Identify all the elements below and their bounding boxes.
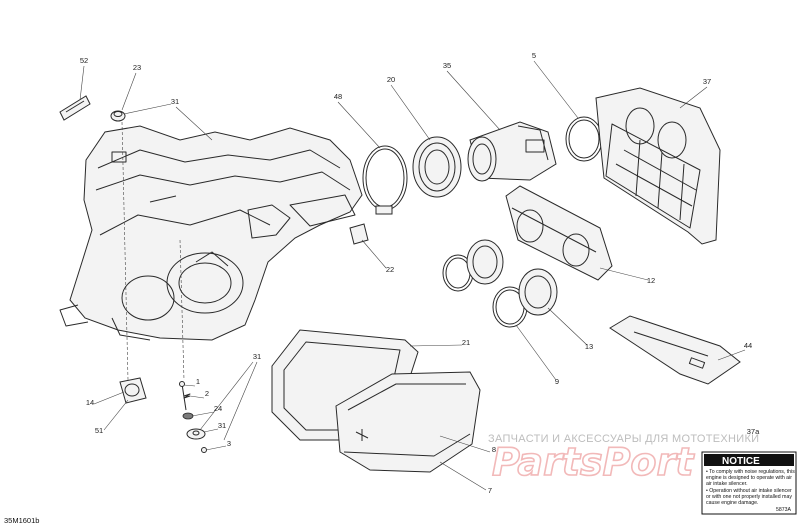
- notice-line: or with one not properly installed may: [706, 494, 792, 500]
- coupler-left: [466, 239, 504, 285]
- label-plate-52: [59, 95, 91, 121]
- airbox-housing: [59, 125, 363, 341]
- fasteners-1-2-24-31-3: [179, 381, 207, 453]
- callout-37a: 37a: [747, 427, 760, 436]
- callout-14: 14: [86, 398, 94, 407]
- watermark: ЗАПЧАСТИ И АКСЕССУАРЫ ДЛЯ МОТОТЕХНИКИ Pa…: [488, 433, 759, 485]
- callout-2: 2: [205, 389, 209, 398]
- callout-20: 20: [387, 75, 395, 84]
- callout-31: 31: [218, 421, 226, 430]
- callout-21: 21: [462, 338, 470, 347]
- notice-label: NOTICE • To comply with noise regulation…: [701, 451, 797, 515]
- diagram-code: 35M1601b: [4, 516, 39, 525]
- clamp-14-51: [119, 377, 147, 404]
- silencer-7: [335, 371, 481, 473]
- notice-line: • Operation without air intake silencer: [706, 488, 792, 494]
- o-ring-5: [565, 116, 603, 162]
- watermark-logo: PartsPort: [492, 440, 695, 484]
- callout-51: 51: [95, 426, 103, 435]
- coupler-13: [518, 268, 558, 316]
- callout-8: 8: [492, 445, 496, 454]
- callout-3: 3: [227, 439, 231, 448]
- callout-31: 31: [171, 97, 179, 106]
- adapter-20: [412, 136, 462, 198]
- callout-12: 12: [647, 276, 655, 285]
- callout-22: 22: [386, 265, 394, 274]
- callout-9: 9: [555, 377, 559, 386]
- callout-7: 7: [488, 486, 492, 495]
- notice-line: cause engine damage.: [706, 500, 759, 506]
- callout-35: 35: [443, 61, 451, 70]
- grommet-23: [110, 110, 126, 122]
- watermark-caption: ЗАПЧАСТИ И АКСЕССУАРЫ ДЛЯ МОТОТЕХНИКИ: [488, 433, 759, 445]
- plate-44: [609, 315, 741, 385]
- notice-line: air intake silencer.: [706, 481, 748, 487]
- callout-5: 5: [532, 51, 536, 60]
- hose-clamp-48: [362, 145, 408, 215]
- callout-23: 23: [133, 63, 141, 72]
- callout-37: 37: [703, 77, 711, 86]
- callout-1: 1: [196, 377, 200, 386]
- clip-22: [349, 223, 369, 245]
- intake-tube-35: [467, 121, 557, 182]
- leader-lines: [79, 60, 746, 491]
- callout-24: 24: [214, 404, 222, 413]
- callout-52: 52: [80, 56, 88, 65]
- callout-48: 48: [334, 92, 342, 101]
- notice-code: 5873A: [776, 507, 792, 513]
- manifold-12: [505, 185, 613, 281]
- callout-31: 31: [253, 352, 261, 361]
- notice-title: NOTICE: [722, 456, 760, 467]
- callout-13: 13: [585, 342, 593, 351]
- notice-line: engine is designed to operate with air: [706, 475, 792, 481]
- callout-44: 44: [744, 341, 752, 350]
- housing-37: [595, 87, 721, 245]
- notice-line: • To comply with noise regulations, this: [706, 469, 795, 475]
